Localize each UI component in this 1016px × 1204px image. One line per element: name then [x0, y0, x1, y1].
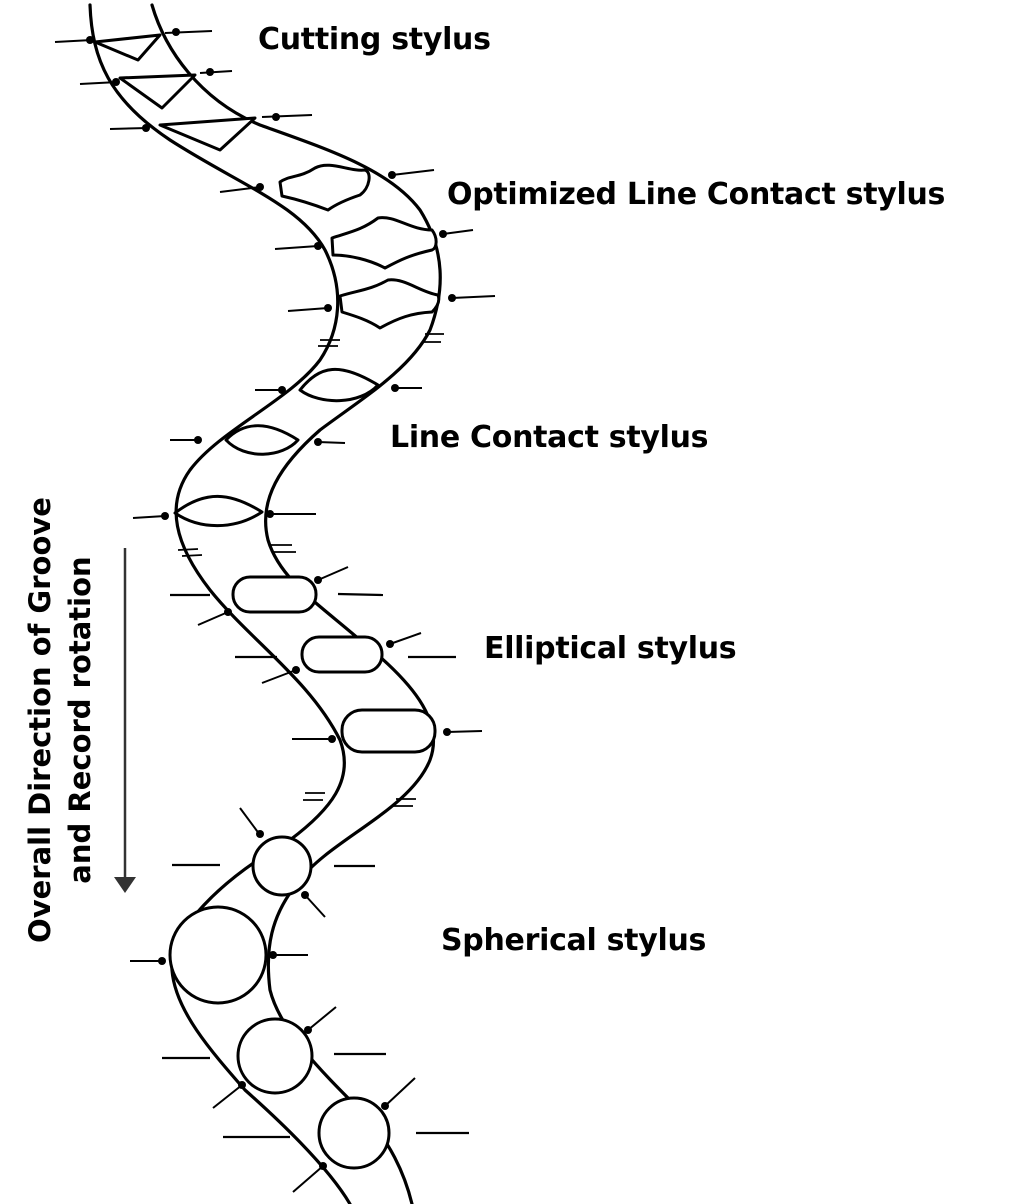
label-cutting-stylus: Cutting stylus — [258, 22, 491, 57]
cutting-stylus-shape — [158, 116, 257, 152]
direction-label-line1: Overall Direction of Groove — [23, 497, 57, 943]
lc-stylus-shape — [173, 494, 264, 528]
lc-stylus-shape — [298, 368, 380, 403]
label-line-contact-stylus: Line Contact stylus — [390, 420, 709, 455]
lc-stylus-shape — [224, 424, 300, 456]
cutting-stylus-shape — [93, 33, 162, 62]
spherical-stylus-shape — [168, 905, 268, 1005]
down-arrow-icon — [114, 877, 136, 893]
label-spherical-stylus: Spherical stylus — [441, 923, 707, 958]
spherical-stylus-shape — [317, 1096, 391, 1170]
spherical-stylus-shape — [236, 1017, 314, 1095]
olc-stylus-shape — [278, 163, 371, 212]
optimized-line-contact-group — [219, 163, 496, 347]
cutting-stylus-group — [54, 28, 313, 152]
cutting-stylus-shape — [118, 73, 197, 110]
label-elliptical-stylus: Elliptical stylus — [484, 631, 737, 666]
label-optimized-line-contact-stylus: Optimized Line Contact stylus — [447, 177, 946, 212]
olc-stylus-shape — [338, 278, 441, 330]
spherical-stylus-shape — [251, 835, 313, 897]
elliptical-stylus-shape — [231, 575, 318, 614]
direction-arrow — [114, 548, 136, 893]
direction-label-line2: and Record rotation — [63, 556, 97, 884]
spherical-group — [130, 807, 469, 1193]
groove-left-wall — [88, 3, 352, 1204]
elliptical-stylus-shape — [340, 708, 437, 754]
elliptical-group — [170, 566, 483, 807]
direction-label: Overall Direction of Groove and Record r… — [20, 470, 100, 970]
line-contact-group — [132, 368, 422, 557]
elliptical-stylus-shape — [300, 635, 384, 674]
olc-stylus-shape — [330, 216, 438, 270]
